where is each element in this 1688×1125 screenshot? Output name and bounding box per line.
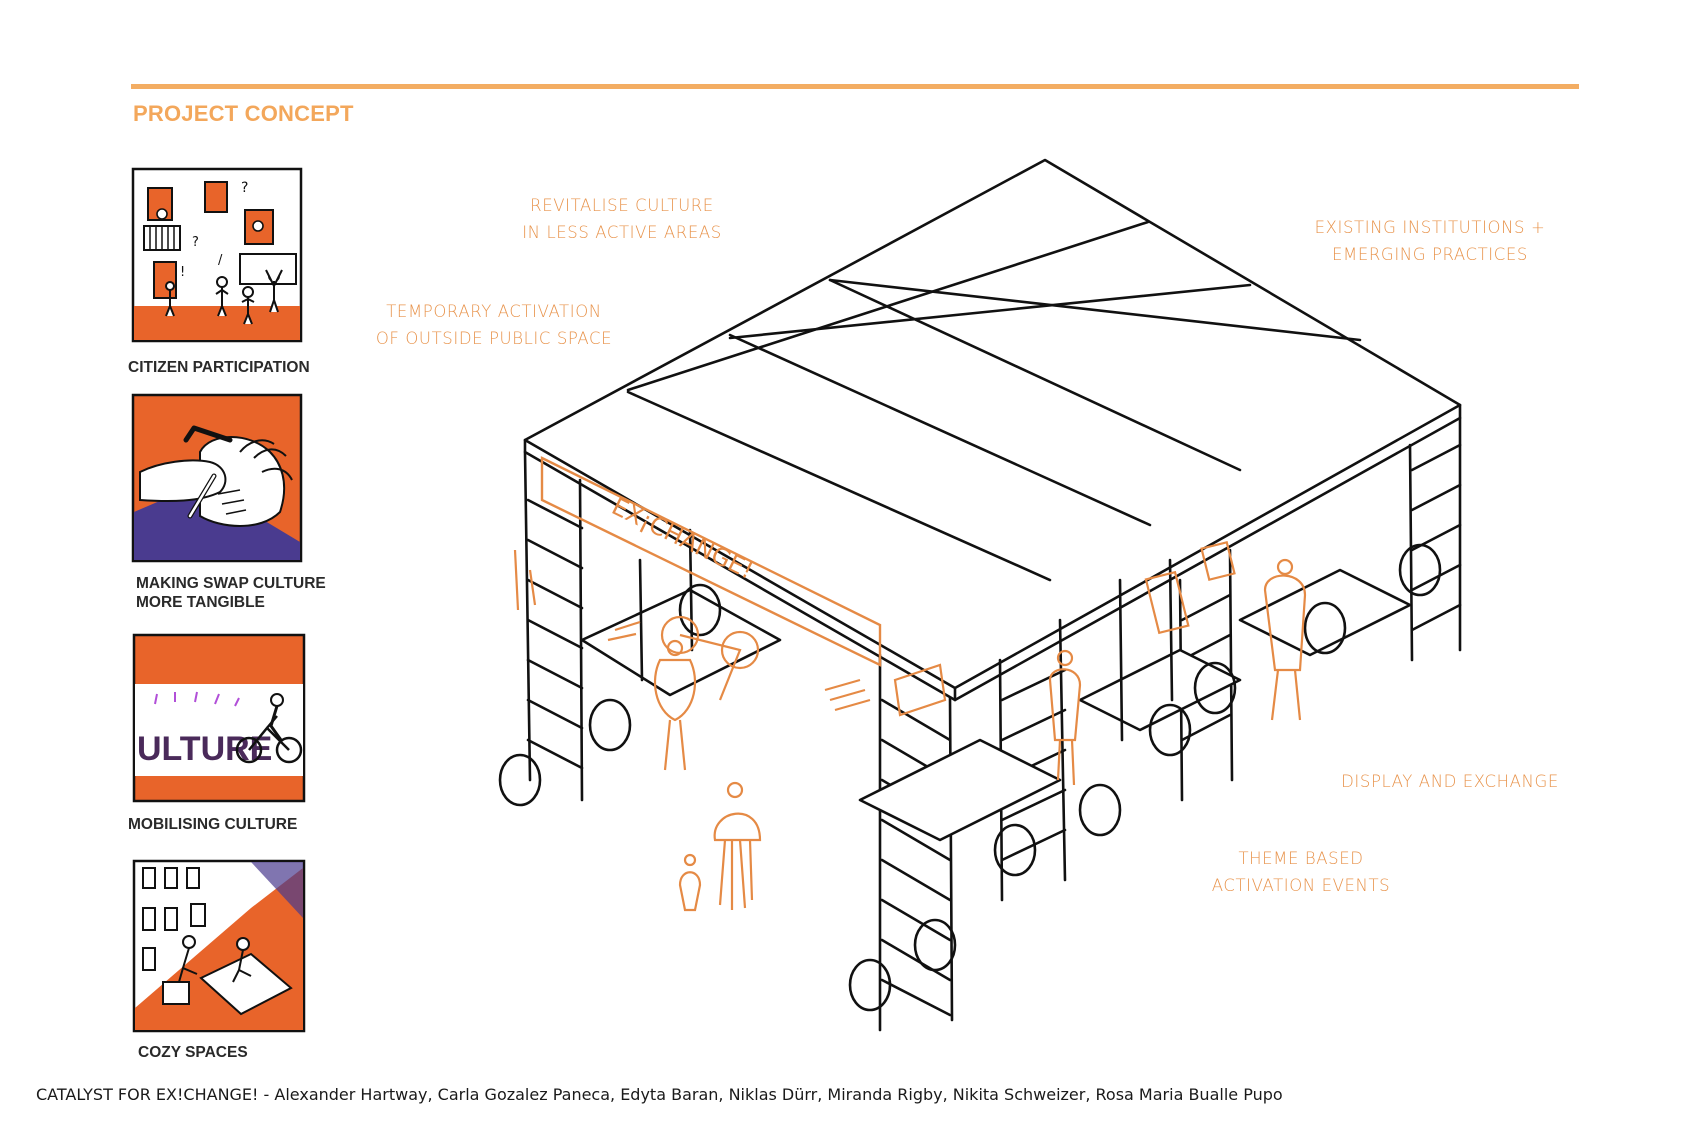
hands-swap-sketch — [131, 393, 303, 563]
caption-mobilising-culture: MOBILISING CULTURE — [128, 816, 298, 833]
svg-text:?: ? — [192, 235, 199, 250]
section-title: PROJECT CONCEPT — [133, 101, 354, 126]
annotation-revitalise: REVITALISE CULTURE IN LESS ACTIVE AREAS — [522, 196, 722, 242]
credits-line: CATALYST FOR EX!CHANGE! - Alexander Hart… — [36, 1085, 1283, 1104]
caption-swap-culture: MAKING SWAP CULTURE MORE TANGIBLE — [136, 575, 326, 611]
citizen-participation-sketch: ? ? ! / — [131, 167, 303, 343]
panel-swap-culture — [130, 392, 304, 564]
caption-cozy-spaces: COZY SPACES — [138, 1044, 248, 1061]
header-rule — [131, 84, 1579, 89]
annotation-theme-events: THEME BASED ACTIVATION EVENTS — [1211, 849, 1391, 895]
svg-text:!: ! — [180, 265, 185, 280]
svg-text:/: / — [218, 253, 223, 268]
exchange-pavilion-drawing: EX¡CHANGE! — [360, 140, 1600, 1040]
annotation-temporary-activation: TEMPORARY ACTIVATION OF OUTSIDE PUBLIC S… — [375, 302, 613, 348]
annotation-institutions: EXISTING INSTITUTIONS + EMERGING PRACTIC… — [1314, 218, 1546, 264]
caption-citizen-participation: CITIZEN PARTICIPATION — [128, 359, 310, 376]
culture-bike-sketch: ULTURE — [132, 633, 306, 803]
panel-citizen-participation: ? ? ! / — [130, 166, 304, 344]
annotation-display-exchange: DISPLAY AND EXCHANGE — [1341, 772, 1559, 791]
panel-mobilising-culture: ULTURE — [131, 632, 306, 804]
pavilion-sketch: EX¡CHANGE! — [498, 158, 1462, 1032]
cozy-spaces-sketch — [132, 859, 306, 1033]
panel-cozy-spaces — [131, 858, 306, 1034]
svg-text:?: ? — [241, 180, 248, 196]
